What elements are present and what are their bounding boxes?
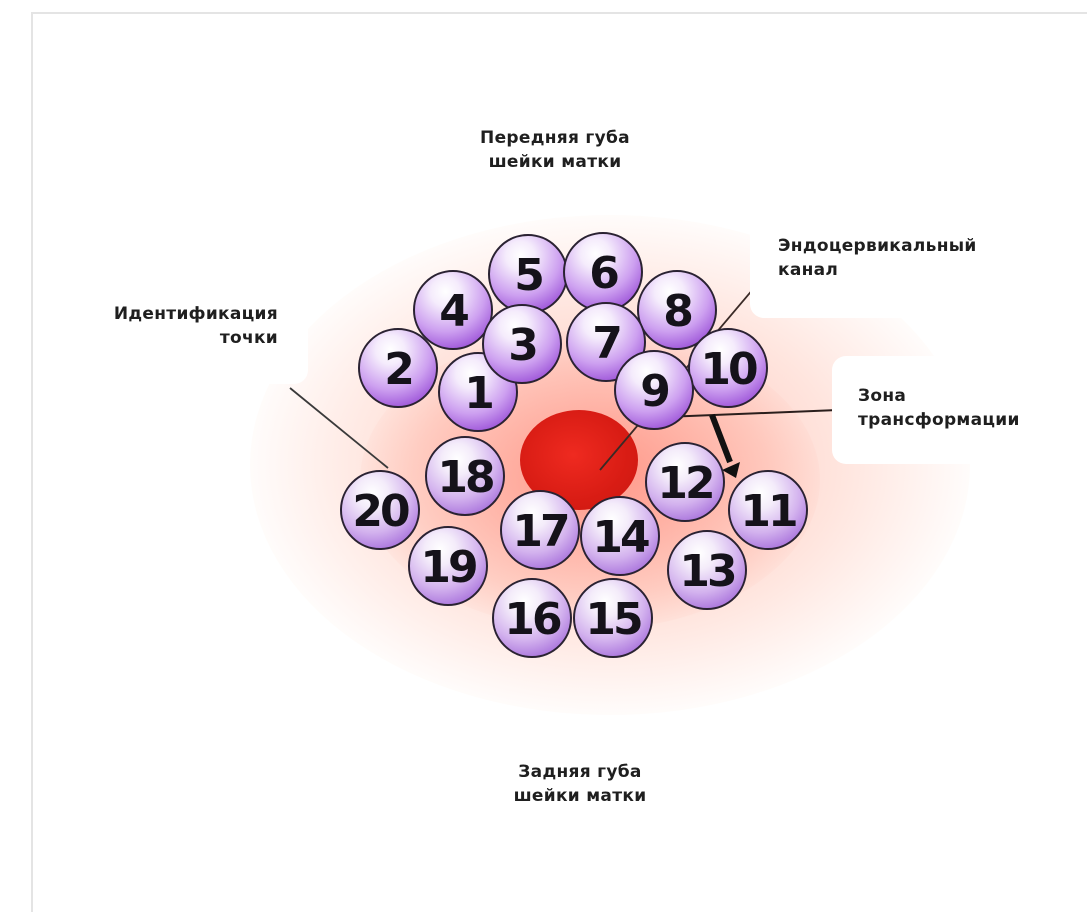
point-id-label-line-1: Идентификация <box>113 304 278 324</box>
front-lip-label-line-1: Передняя губа <box>480 128 630 148</box>
point-id-label-line-2: точки <box>219 328 278 348</box>
arrow-head <box>722 462 740 478</box>
point-id-leader-line <box>289 387 389 469</box>
endocervical-label: Эндоцервикальный канал <box>778 234 977 282</box>
transformation-zone-label-line-1: Зона <box>858 386 907 406</box>
point-14: 14 <box>580 496 660 576</box>
endocervical-label-line-1: Эндоцервикальный <box>778 236 977 256</box>
transformation-zone-callout <box>832 356 1080 464</box>
endocervical-label-line-2: канал <box>778 260 839 280</box>
transformation-zone-label-line-2: трансформации <box>858 410 1020 430</box>
point-11: 11 <box>728 470 808 550</box>
back-lip-callout <box>450 742 710 822</box>
point-18: 18 <box>425 436 505 516</box>
arrow-shaft <box>709 413 733 464</box>
point-12: 12 <box>645 442 725 522</box>
back-lip-label-line-1: Задняя губа <box>518 762 642 782</box>
point-20: 20 <box>340 470 420 550</box>
front-lip-callout <box>420 112 690 188</box>
back-lip-label-line-2: шейки матки <box>513 786 647 806</box>
point-16: 16 <box>492 578 572 658</box>
point-10: 10 <box>688 328 768 408</box>
front-lip-label: Передняя губа шейки матки <box>430 126 680 174</box>
endocervical-callout <box>750 218 1060 318</box>
point-id-label: Идентификация точки <box>40 302 278 350</box>
back-lip-label: Задняя губа шейки матки <box>455 760 705 808</box>
point-5: 5 <box>488 234 568 314</box>
point-19: 19 <box>408 526 488 606</box>
point-2: 2 <box>358 328 438 408</box>
point-9: 9 <box>614 350 694 430</box>
point-4: 4 <box>413 270 493 350</box>
point-id-callout <box>36 284 308 384</box>
point-13: 13 <box>667 530 747 610</box>
point-15: 15 <box>573 578 653 658</box>
transformation-zone-label: Зона трансформации <box>858 384 1020 432</box>
diagram-frame <box>31 12 1087 912</box>
front-lip-label-line-2: шейки матки <box>488 152 622 172</box>
point-3: 3 <box>482 304 562 384</box>
point-17: 17 <box>500 490 580 570</box>
point-6: 6 <box>563 232 643 312</box>
